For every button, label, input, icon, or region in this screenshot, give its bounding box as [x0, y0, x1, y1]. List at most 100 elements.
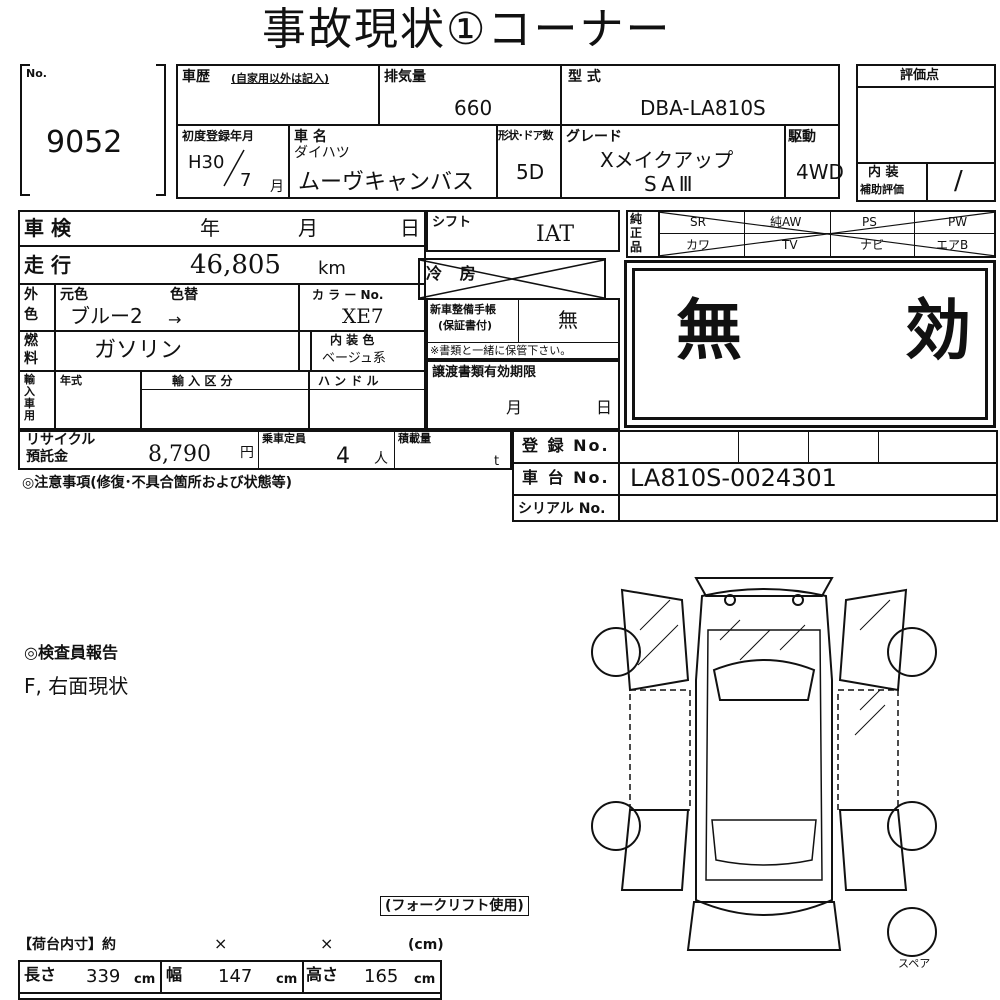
spare-label: スペア	[898, 957, 931, 970]
maintenance-value: 無	[558, 308, 578, 332]
serial-label: シリアル No.	[518, 501, 606, 517]
load-unit: t	[494, 454, 500, 469]
color-value: ブルー2	[70, 304, 143, 328]
cargo-length: 339	[86, 966, 121, 987]
maintenance-note: ※書類と一緒に保管下さい。	[430, 344, 572, 357]
maintenance-label1: 新車整備手帳	[430, 303, 496, 316]
first-reg-slash	[223, 149, 245, 187]
transfer-label: 譲渡書類有効期限	[432, 365, 537, 380]
right-rear-fender	[838, 809, 908, 891]
interior-score-label1: 内 装	[868, 165, 899, 180]
fuel-value: ガソリン	[94, 338, 183, 363]
options-cross	[658, 211, 996, 257]
cargo-length-unit: cm	[134, 972, 156, 987]
inspector-label: ◎検査員報告	[24, 643, 118, 662]
interior-score-label2: 補助評価	[860, 183, 904, 196]
cargo-x2: ×	[320, 934, 334, 953]
car-maker: ダイハツ	[294, 145, 350, 161]
displacement-label: 排気量	[384, 69, 426, 85]
fuel-label-bottom: 料	[24, 351, 38, 367]
option-pw: PW	[948, 215, 968, 229]
mileage-label: 走 行	[24, 253, 71, 277]
color-code: XE7	[342, 304, 384, 328]
capacity-label: 乗車定員	[262, 432, 306, 445]
cargo-width-label: 幅	[166, 965, 183, 984]
color-label-top: 外	[24, 287, 38, 303]
orig-color-label: 元色	[60, 287, 88, 303]
repaint-label: 色替	[170, 287, 198, 303]
lot-label: No.	[26, 67, 47, 80]
inspection-day: 日	[400, 216, 420, 240]
score-label: 評価点	[900, 68, 940, 83]
recycle-value: 8,790	[148, 442, 211, 467]
option-navi: ナビ	[860, 238, 885, 252]
fuel-label-top: 燃	[24, 333, 38, 349]
invalid-stamp-box	[624, 260, 996, 428]
cargo-height-label: 高さ	[306, 965, 339, 984]
grade-label: グレード	[566, 129, 622, 145]
capacity-value: 4	[336, 444, 350, 469]
left-rear-fender	[620, 809, 690, 891]
model-label: 型 式	[568, 69, 601, 85]
inspection-month: 月	[298, 216, 318, 240]
first-reg-month-unit: 月	[270, 179, 284, 195]
page-title: 事故現状①コーナー	[262, 4, 672, 55]
interior-color-label: 内 装 色	[330, 333, 375, 347]
registration-table	[512, 430, 998, 522]
inspection-year: 年	[200, 216, 220, 240]
car-name: ムーヴキャンバス	[298, 170, 475, 195]
interior-score-value: /	[954, 166, 963, 196]
shift-label: シフト	[432, 215, 472, 230]
cargo-width-unit: cm	[276, 972, 298, 987]
option-tv: TV	[782, 238, 798, 252]
chassis-label: 車 台 No.	[522, 468, 610, 487]
cargo-height: 165	[364, 966, 399, 987]
options-label: 純正品	[630, 212, 643, 254]
notes-label: ◎注意事項(修復･不具合箇所および状態等)	[22, 475, 293, 491]
chassis-value: LA810S-0024301	[630, 464, 837, 492]
cargo-length-label: 長さ	[24, 965, 57, 984]
mileage-unit: km	[318, 258, 346, 279]
drive-label: 駆動	[788, 129, 816, 145]
cargo-height-unit: cm	[414, 972, 436, 987]
history-note: (自家用以外は記入)	[231, 72, 330, 85]
body-doors-value: 5D	[516, 160, 545, 184]
first-reg-month: 7	[240, 170, 252, 191]
option-sr: SR	[690, 215, 706, 229]
wheel-front-right	[887, 627, 937, 677]
import-year-label: 年式	[60, 374, 82, 387]
lot-box: No. 9052	[20, 64, 166, 196]
cargo-width: 147	[218, 966, 253, 987]
shift-value: IAT	[536, 222, 575, 247]
rear-bumper	[686, 901, 842, 951]
wheel-front-left	[591, 627, 641, 677]
import-handle-label: ハ ン ド ル	[318, 374, 379, 388]
spare-tire	[887, 907, 937, 957]
capacity-unit: 人	[374, 451, 388, 467]
registration-label: 登 録 No.	[522, 436, 610, 455]
displacement-value: 660	[454, 96, 493, 120]
cargo-x1: ×	[214, 934, 228, 953]
options-box	[626, 210, 996, 258]
car-damage-diagram	[591, 577, 937, 957]
shift-box	[426, 210, 620, 252]
aircon-cross	[419, 259, 605, 299]
first-reg-year: H30	[188, 152, 225, 173]
history-label: 車歴	[182, 69, 210, 85]
recycle-label1: リサイクル	[26, 432, 96, 448]
vehicle-info-table	[176, 64, 840, 199]
option-aw: 純AW	[770, 215, 802, 229]
grade-line1: Xメイクアップ	[600, 148, 734, 172]
option-airbag: エアB	[936, 238, 969, 252]
body-doors-label: 形状･ドア数	[498, 129, 553, 142]
transfer-day: 日	[596, 398, 613, 417]
windshield	[712, 659, 816, 701]
color-label-bottom: 色	[24, 307, 38, 323]
cargo-table	[18, 960, 442, 1000]
inspection-label: 車 検	[24, 216, 71, 240]
left-front-fender	[620, 588, 690, 692]
first-reg-label: 初度登録年月	[182, 129, 255, 143]
car-body	[695, 588, 833, 916]
forklift-badge: (フォークリフト使用)	[380, 896, 529, 916]
mileage-value: 46,805	[190, 250, 281, 280]
